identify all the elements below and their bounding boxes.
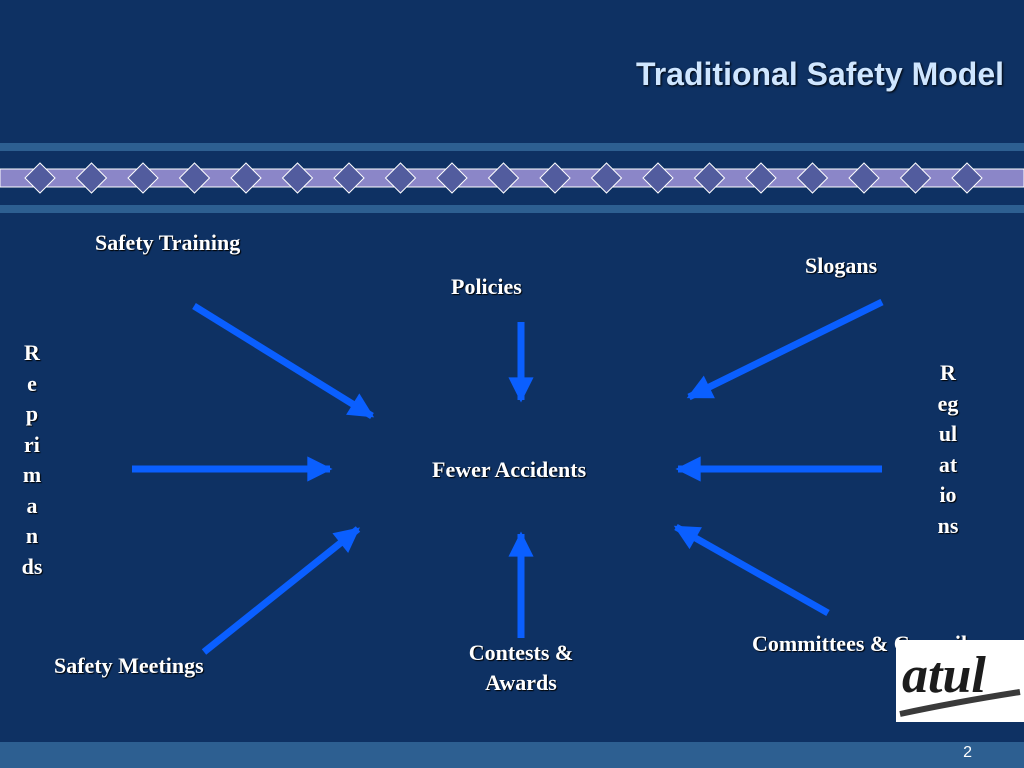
reprimands-part: p bbox=[25, 401, 39, 426]
reprimands-part: a bbox=[26, 492, 38, 518]
regulations-part: io bbox=[939, 482, 957, 507]
reprimands-part: n bbox=[25, 523, 39, 548]
label-safety-training: Safety Training bbox=[95, 230, 241, 255]
diamond-ornament bbox=[487, 162, 520, 194]
diamond-ornament bbox=[590, 162, 623, 194]
arrow-committees-councils bbox=[673, 523, 830, 617]
arrow-slogans bbox=[686, 298, 884, 401]
label-reprimands: R e p ri m a n ds bbox=[14, 338, 50, 582]
label-safety-meetings: Safety Meetings bbox=[54, 653, 204, 678]
diamond-ornament bbox=[281, 162, 314, 194]
regulations-part: at bbox=[938, 451, 958, 477]
label-policies: Policies bbox=[451, 274, 522, 299]
label-contests-line1: Contests & bbox=[468, 640, 574, 665]
diamond-ornament bbox=[693, 162, 726, 194]
reprimands-part: e bbox=[27, 370, 37, 396]
atul-logo: atul bbox=[896, 640, 1024, 722]
diamond-ornament bbox=[24, 162, 56, 194]
atul-logo-mark: atul bbox=[899, 647, 1021, 717]
footer-bar bbox=[0, 742, 1024, 768]
regulations-part: ns bbox=[937, 512, 959, 538]
label-regulations: R eg ul at io ns bbox=[930, 358, 966, 541]
diamond-ornament bbox=[745, 162, 777, 194]
diamond-ornament bbox=[951, 162, 983, 194]
label-contests-line2: Awards bbox=[485, 670, 557, 695]
diamond-ornament bbox=[230, 162, 262, 194]
reprimands-part: R bbox=[24, 340, 40, 365]
diamond-ornament bbox=[899, 162, 932, 194]
diamond-ornament bbox=[178, 162, 211, 194]
diamond-ornament bbox=[127, 162, 159, 194]
arrow-safety-meetings bbox=[201, 526, 361, 655]
regulations-part: eg bbox=[937, 390, 959, 416]
decorative-diamond-band bbox=[0, 143, 1024, 213]
diamond-ornament bbox=[642, 162, 674, 194]
diamond-ornament bbox=[539, 162, 571, 194]
logo-text: atul bbox=[902, 647, 986, 704]
label-fewer-accidents: Fewer Accidents bbox=[432, 457, 587, 482]
reprimands-part: ri bbox=[24, 431, 40, 457]
diamond-ornament bbox=[796, 162, 829, 194]
diamond-ornament bbox=[333, 162, 365, 194]
regulations-part: R bbox=[940, 360, 956, 385]
page-number: 2 bbox=[963, 744, 972, 761]
diamond-ornament bbox=[384, 162, 417, 194]
label-slogans: Slogans bbox=[805, 253, 878, 278]
arrow-safety-training bbox=[192, 303, 375, 419]
diamond-ornament bbox=[848, 162, 880, 194]
reprimands-part: ds bbox=[21, 553, 43, 579]
slide-title: Traditional Safety Model bbox=[635, 56, 1004, 92]
reprimands-part: m bbox=[22, 462, 42, 487]
diamond-ornament bbox=[436, 162, 468, 194]
regulations-part: ul bbox=[938, 421, 958, 446]
diamond-ornament bbox=[75, 162, 108, 194]
label-contests-awards: Contests & Awards bbox=[446, 640, 596, 696]
logo-swoosh bbox=[899, 689, 1021, 717]
